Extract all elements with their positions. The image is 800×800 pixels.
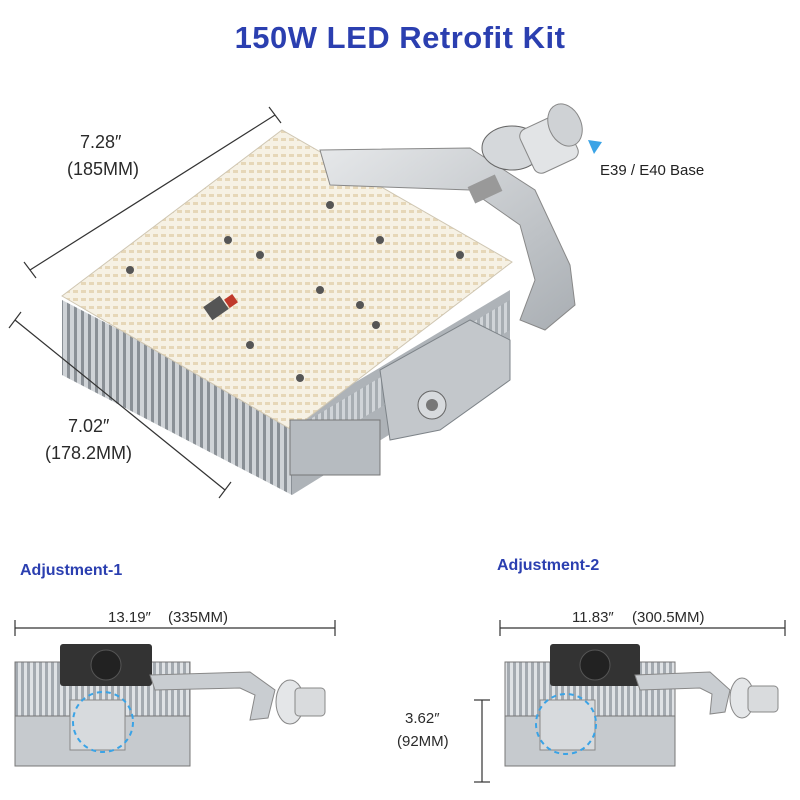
mounting-bracket (289, 147, 576, 476)
adjustment-2-illustration (474, 620, 786, 783)
width-dimension-line (23, 106, 282, 279)
base-pointer-icon (588, 140, 602, 154)
adjustment-2-height-inches: 3.62″ (405, 710, 440, 727)
adjustment-1-length-mm: (335MM) (168, 609, 229, 626)
adjustment-1-length-inches: 13.19″ (108, 609, 151, 626)
width-inches: 7.28″ (80, 132, 122, 152)
adjustment-1-illustration (14, 620, 336, 767)
page-title: 150W LED Retrofit Kit (234, 20, 566, 55)
e39-base-socket (467, 103, 583, 204)
adjustment-2-length-inches: 11.83″ (572, 609, 614, 626)
base-label: E39 / E40 Base (600, 162, 705, 179)
adjustment-2-length-mm: (300.5MM) (632, 609, 705, 626)
width-mm: (185MM) (67, 159, 140, 179)
depth-mm: (178.2MM) (45, 443, 133, 463)
adjustment-2-height-mm: (92MM) (397, 733, 449, 750)
adjustment-1-label: Adjustment-1 (20, 562, 123, 579)
depth-dimension-line (8, 311, 232, 499)
adjustment-2-label: Adjustment-2 (497, 557, 600, 574)
depth-inches: 7.02″ (68, 416, 110, 436)
led-panel (61, 129, 513, 431)
